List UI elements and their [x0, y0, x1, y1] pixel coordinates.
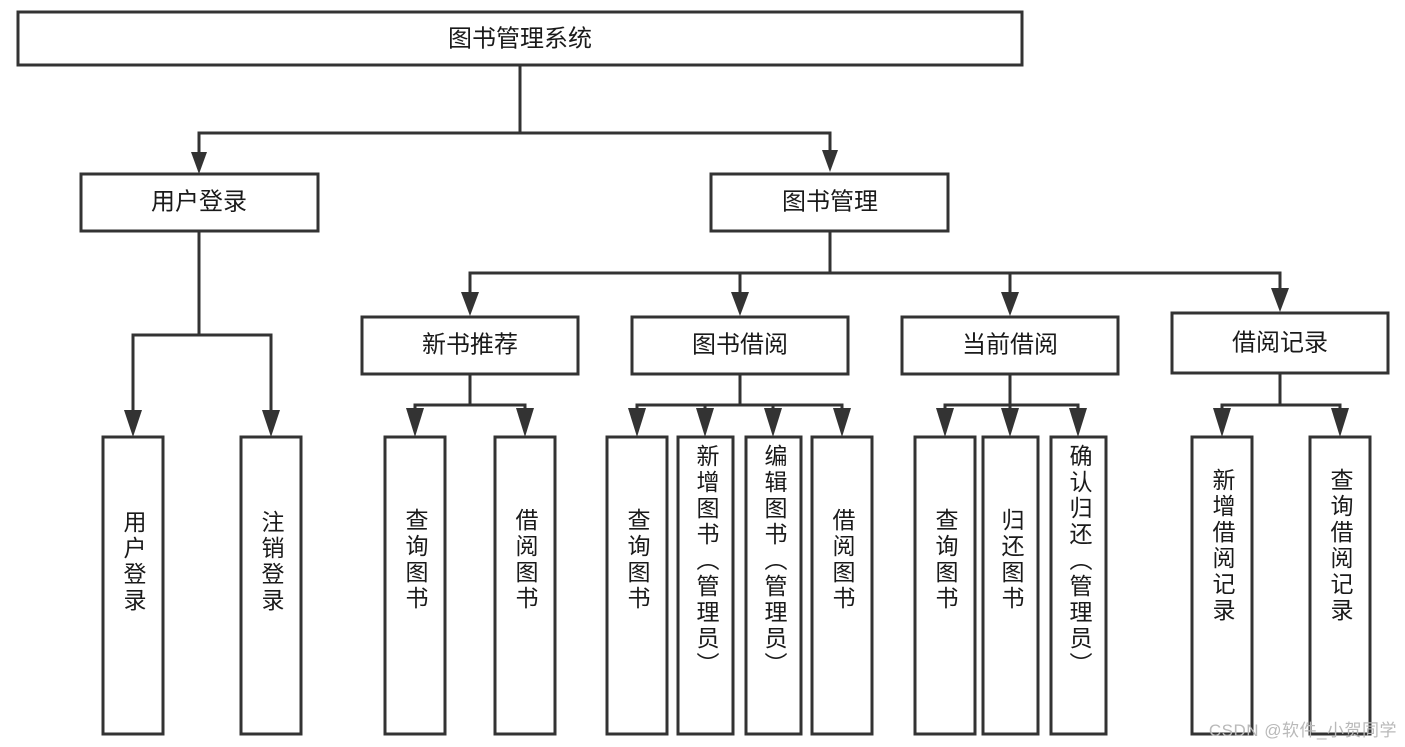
leaf-box-user-login-0[interactable] [101, 435, 165, 736]
connector-group [124, 63, 1349, 437]
node-borrow-records-box[interactable] [1170, 311, 1390, 375]
arrow-to-borrow-books [731, 292, 749, 316]
node-new-books-box[interactable] [360, 315, 580, 376]
leaf-box-current-borrow-2[interactable] [1049, 435, 1108, 736]
leaf-box-new-books-0[interactable] [383, 435, 447, 736]
node-new-books[interactable]: 新书推荐 [360, 315, 580, 376]
leaf-box-current-borrow-0[interactable] [913, 435, 977, 736]
node-borrow-records-label: 借阅记录 [1232, 329, 1328, 356]
arrow-user-login-leaf-1 [262, 410, 280, 437]
node-current-borrow[interactable]: 当前借阅 [900, 315, 1120, 376]
arrow-current-borrow-leaf-2 [1069, 408, 1087, 437]
leaf-box-borrow-books-1[interactable] [676, 435, 735, 736]
node-borrow-books-label: 图书借阅 [692, 331, 788, 358]
node-book-manage-box[interactable] [709, 172, 950, 233]
node-current-borrow-box[interactable] [900, 315, 1120, 376]
node-borrow-books[interactable]: 图书借阅 [630, 315, 850, 376]
arrow-new-books-leaf-0 [406, 408, 424, 437]
node-borrow-books-box[interactable] [630, 315, 850, 376]
arrow-to-current-borrow [1001, 292, 1019, 316]
arrow-to-user-login [191, 152, 207, 174]
node-user-login[interactable]: 用户登录 [79, 172, 320, 233]
node-book-manage-label: 图书管理 [782, 188, 878, 215]
csdn-watermark: CSDN @软件_小贺同学 [1208, 721, 1397, 740]
leaf-box-borrow-books-0[interactable] [605, 435, 669, 736]
arrow-to-borrow-records [1271, 288, 1289, 312]
arrow-user-login-leaf-0 [124, 410, 142, 437]
node-root-label: 图书管理系统 [448, 25, 592, 52]
arrow-current-borrow-leaf-0 [936, 408, 954, 437]
arrow-borrow-books-leaf-1 [696, 408, 714, 437]
leaf-box-new-books-1[interactable] [493, 435, 557, 736]
node-new-books-label: 新书推荐 [422, 331, 518, 358]
leaf-box-borrow-records-0[interactable] [1190, 435, 1254, 736]
leaf-box-borrow-records-1[interactable] [1308, 435, 1372, 736]
arrow-borrow-books-leaf-0 [628, 408, 646, 437]
arrow-borrow-books-leaf-2 [764, 408, 782, 437]
arrow-to-book-manage [822, 150, 838, 172]
arrow-new-books-leaf-1 [516, 408, 534, 437]
arrow-current-borrow-leaf-1 [1001, 408, 1019, 437]
node-borrow-records[interactable]: 借阅记录 [1170, 311, 1390, 375]
node-book-manage[interactable]: 图书管理 [709, 172, 950, 233]
leaf-box-current-borrow-1[interactable] [981, 435, 1040, 736]
leaf-box-borrow-books-2[interactable] [744, 435, 803, 736]
leaf-box-user-login-1[interactable] [239, 435, 303, 736]
arrow-borrow-books-leaf-3 [833, 408, 851, 437]
node-root[interactable]: 图书管理系统 [16, 10, 1024, 67]
node-root-box[interactable] [16, 10, 1024, 67]
arrow-borrow-records-leaf-1 [1331, 408, 1349, 437]
node-user-login-box[interactable] [79, 172, 320, 233]
arrow-borrow-records-leaf-0 [1213, 408, 1231, 437]
leaf-box-borrow-books-3[interactable] [810, 435, 874, 736]
node-current-borrow-label: 当前借阅 [962, 331, 1058, 358]
arrow-to-new-books [461, 292, 479, 316]
node-user-login-label: 用户登录 [151, 188, 247, 215]
